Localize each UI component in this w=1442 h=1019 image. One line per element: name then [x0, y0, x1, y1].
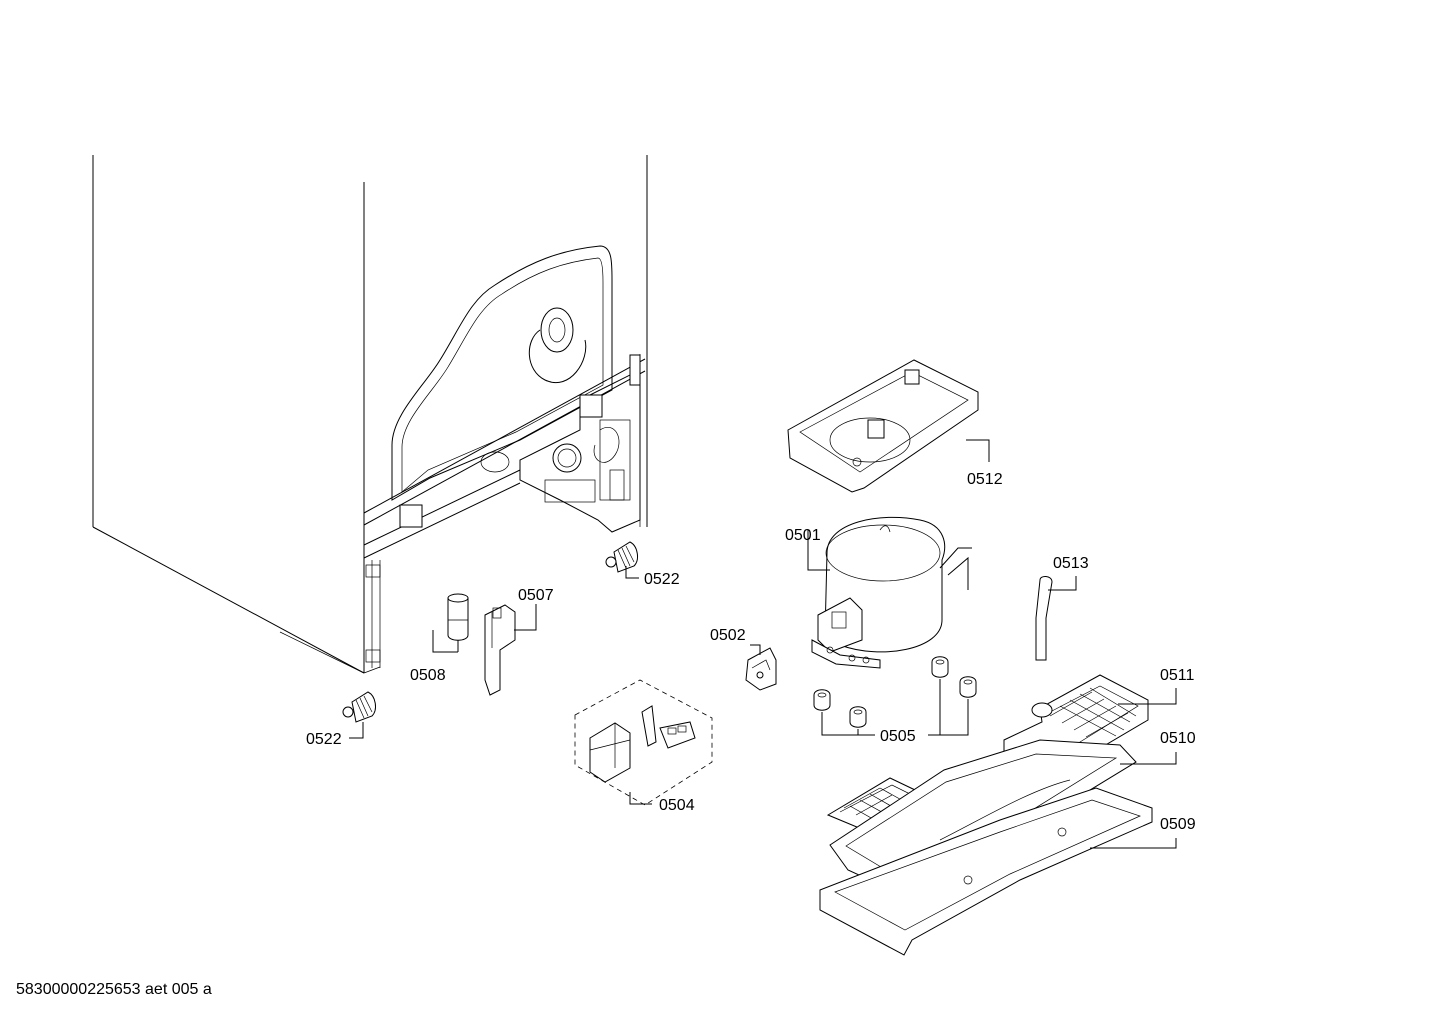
adjustable-foot-right [605, 541, 639, 579]
compressor [807, 516, 972, 669]
connecting-tube [1035, 576, 1077, 661]
callout-0513: 0513 [1053, 555, 1089, 572]
callout-0522-left: 0522 [306, 731, 342, 748]
capacitor [432, 593, 469, 653]
callout-0502: 0502 [710, 627, 746, 644]
condenser-coil [391, 245, 613, 501]
base-plate [819, 787, 1177, 956]
callout-0501: 0501 [785, 527, 821, 544]
rear-brackets [365, 354, 641, 663]
callout-0511: 0511 [1160, 667, 1195, 684]
callout-0510: 0510 [1160, 730, 1196, 747]
starter-relay-assembly [484, 604, 537, 696]
starter-kit [574, 679, 713, 806]
callout-0505: 0505 [880, 728, 916, 745]
cabinet [92, 155, 648, 674]
adjustable-foot-left [342, 691, 376, 739]
callout-0508: 0508 [410, 667, 446, 684]
callout-0509: 0509 [1160, 816, 1196, 833]
callout-0504: 0504 [659, 797, 695, 814]
callout-0512: 0512 [967, 471, 1003, 488]
callout-0522-right: 0522 [644, 571, 680, 588]
callout-0507: 0507 [518, 587, 554, 604]
document-footer-id: 58300000225653 aet 005 a [16, 981, 212, 998]
compressor-grommets [813, 656, 977, 736]
protector-switch [745, 644, 777, 691]
drip-tray [787, 359, 990, 493]
